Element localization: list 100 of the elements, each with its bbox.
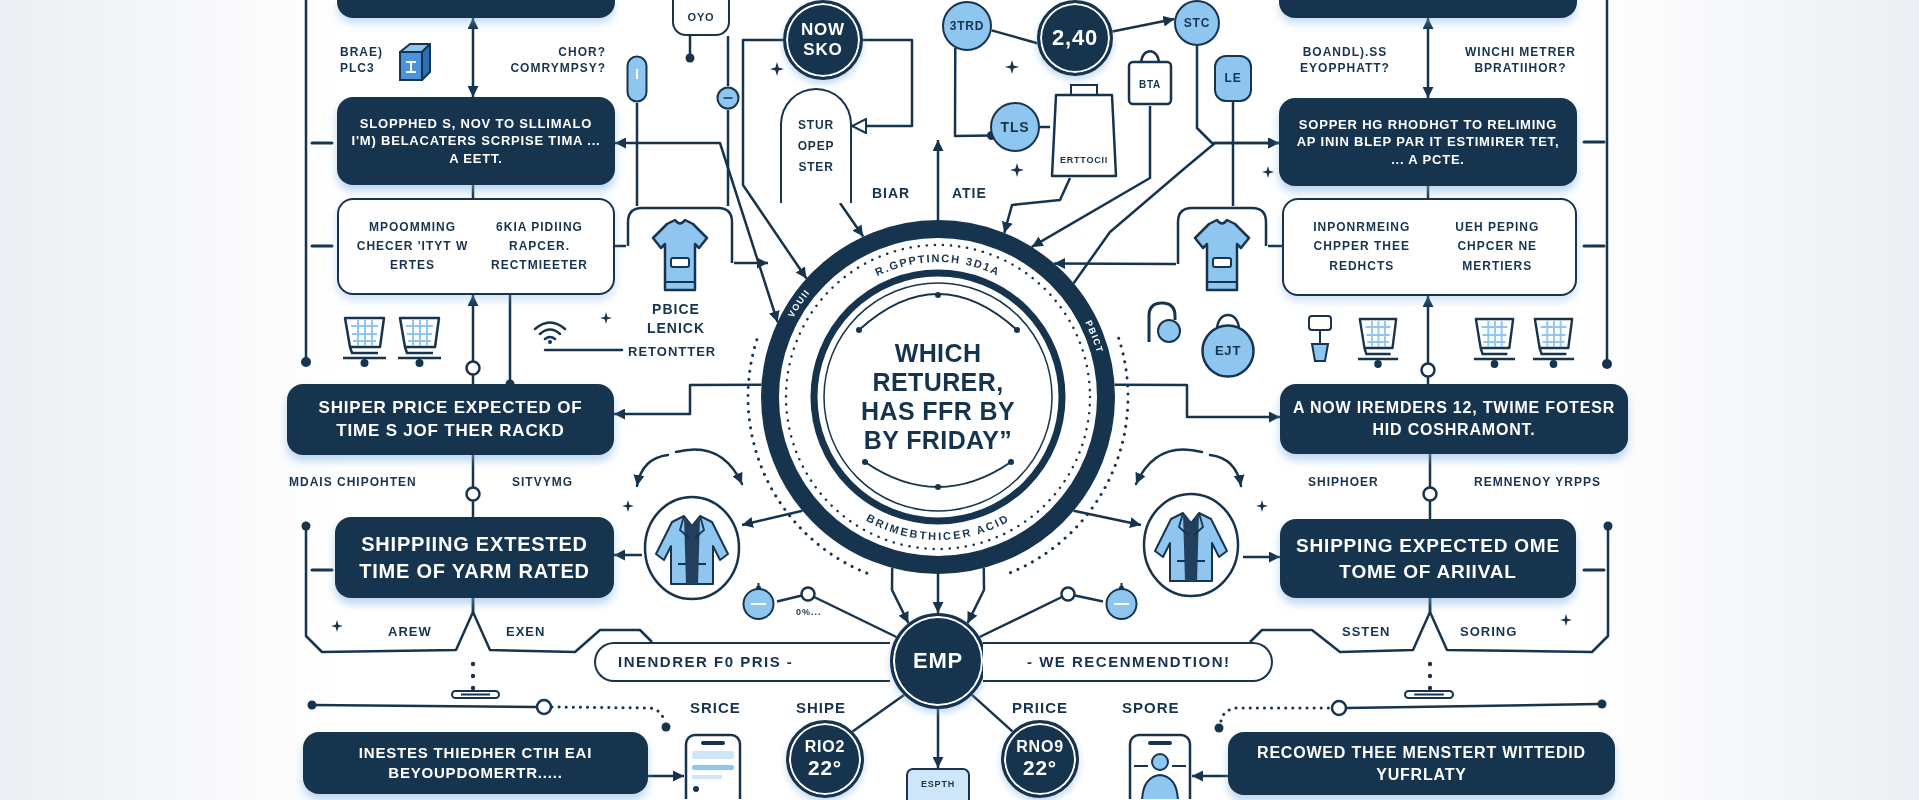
arrow — [1422, 296, 1434, 384]
node-label: TLS — [1000, 117, 1030, 137]
node-label: 22° — [1023, 756, 1057, 781]
tag-circle — [1174, 0, 1220, 46]
info-card — [1282, 198, 1577, 296]
arrow — [1243, 551, 1280, 563]
status-circle — [1037, 0, 1113, 76]
process-box — [1228, 732, 1615, 795]
node-label: RNO9 — [1016, 737, 1064, 757]
tag-circle — [990, 102, 1040, 152]
node-label: - WE RECENMENDTION! — [1027, 651, 1231, 672]
status-circle — [786, 720, 864, 798]
collar-tag — [672, 0, 730, 36]
node-label: ESPTH — [921, 778, 955, 791]
arrow — [851, 38, 914, 134]
annotation-text: SHIPHOER — [1308, 474, 1379, 491]
node-label: LE — [1224, 70, 1242, 87]
node-label: 2,40 — [1052, 25, 1098, 51]
process-box — [1280, 519, 1576, 598]
annotation-text: BOANDL).SS EYOPPHATT? — [1299, 44, 1391, 77]
status-circle — [783, 0, 863, 80]
arrow — [741, 509, 803, 528]
step-text: 6KIA PIDIING RAPCER. RECTMIEETER — [490, 218, 589, 275]
step-text: MPOOMMING CHECER 'ITYT W ERTES — [356, 218, 469, 275]
arch-panel — [780, 88, 852, 203]
tag-capsule — [1214, 55, 1252, 102]
arrow — [1195, 46, 1279, 149]
process-box — [337, 97, 615, 185]
arrow — [614, 549, 642, 561]
process-box — [335, 517, 614, 598]
step-text: A NOW IREMDERS 12, TWIME FOTESR HID COSHRAMONT. — [1292, 398, 1616, 440]
annotation-text: 0%... — [796, 606, 822, 619]
arrow — [966, 567, 986, 624]
annotation-text: CHOR? COMRYMPSY? — [509, 44, 606, 77]
arrow — [1073, 509, 1142, 529]
connector-line — [1428, 521, 1613, 654]
arrow — [1192, 770, 1228, 782]
connector-line — [991, 29, 1038, 45]
node-label: STUR OPEP STER — [796, 117, 836, 176]
connector-line — [301, 521, 475, 654]
node-label: EJT — [1213, 342, 1243, 361]
connector-line — [1231, 102, 1235, 206]
process-box — [1280, 384, 1628, 454]
banner-pill — [983, 642, 1273, 682]
step-text: SOPPER HG RHODHGT TO RELIMING AP ININ BLEP PAR IT ESTIMIRER TET, ... A PCTE. — [1295, 115, 1561, 169]
arrow — [615, 137, 780, 323]
annotation-text: SPORE — [1122, 698, 1180, 718]
annotation-text: WINCHI METRER BPRATIIHOR? — [1464, 44, 1577, 77]
connector-line — [1428, 454, 1432, 519]
arrow — [648, 770, 684, 782]
arrow — [1031, 106, 1152, 248]
connector-line — [471, 455, 475, 517]
annotation-text: PBICE LENICK — [645, 300, 707, 338]
arrow — [734, 257, 768, 269]
process-box — [1279, 98, 1577, 186]
info-card — [337, 198, 615, 295]
step-text: RECOWED THEE MENSTERT WITTEDID YUFRLATY — [1256, 742, 1587, 785]
annotation-text: AREW — [388, 623, 432, 641]
hub-circle — [890, 613, 986, 709]
connector-line — [726, 36, 730, 86]
connector-line — [971, 694, 1014, 733]
arrow — [1114, 383, 1280, 423]
annotation-text: MDAIS CHIPOHTEN — [289, 474, 417, 491]
annotation-text: REMNENOY YRPPS — [1474, 474, 1601, 491]
node-label: 3TRD — [949, 17, 985, 35]
arrow — [467, 18, 479, 97]
process-box — [287, 384, 614, 455]
annotation-text: PRIICE — [1012, 698, 1068, 718]
process-box — [337, 0, 615, 18]
node-label: STC — [1183, 14, 1211, 32]
arrow — [1001, 177, 1072, 234]
arrow — [1054, 257, 1176, 269]
annotation-text: SSTEN — [1342, 623, 1391, 641]
node-label: NOW SKO — [800, 20, 846, 60]
question-text: WHICH RETURER, HAS FFR BY BY FRIDAY” — [860, 339, 1016, 455]
process-box — [303, 732, 648, 794]
arrow — [1422, 18, 1434, 98]
arrow — [838, 202, 865, 238]
step-text: SHIPPIING EXTESTED TIME OF YARM RATED — [358, 531, 591, 584]
connector-line — [635, 103, 639, 206]
process-box — [1279, 0, 1577, 18]
annotation-text: BRAE) PLC3 — [340, 44, 384, 77]
node-label: ERTTOCII — [1058, 153, 1110, 167]
step-text: SLOPPHED S, NOV TO SLLIMALO I'M) BELACATERS SCRPISE TIMA ... A EETT. — [350, 114, 602, 168]
connector-line — [726, 110, 730, 206]
annotation-text: BIAR — [872, 184, 911, 203]
arrow — [932, 709, 944, 768]
annotation-text: SRICE — [690, 698, 741, 718]
node-label: EMP — [912, 647, 964, 676]
connector-line — [685, 36, 695, 63]
node-label: RIO2 — [804, 737, 846, 757]
arrow — [890, 567, 910, 624]
annotation-text: EXEN — [506, 623, 546, 641]
banner-pill — [594, 642, 890, 682]
tablet-device — [906, 768, 970, 800]
arrow — [932, 140, 944, 220]
connector-line — [979, 592, 1104, 639]
arrow — [741, 38, 808, 280]
step-text: SHIPER PRICE EXPECTED OF TIME S JOF THER RACKD — [317, 396, 584, 442]
step-text: INESTES THIEDHER CTIH EAI BEYOUPDOMERTR..... — [357, 742, 594, 783]
